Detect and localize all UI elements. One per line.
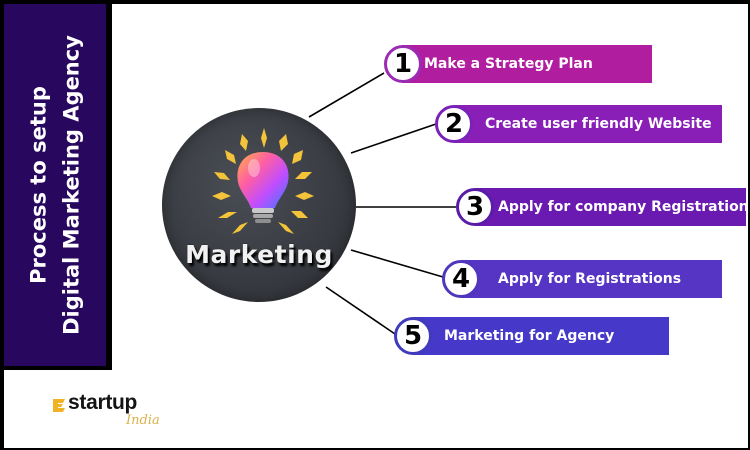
step-badge-3: 3 — [456, 188, 494, 226]
lightbulb-icon — [212, 128, 314, 234]
sidebar-banner: Process to setup Digital Marketing Agenc… — [4, 4, 106, 366]
step-bar-1: Make a Strategy Plan — [402, 45, 652, 83]
step-badge-2: 2 — [435, 105, 473, 143]
marketing-hub: Marketing — [162, 108, 356, 302]
step-bar-2: Create user friendly Website — [455, 105, 722, 143]
step-bar-4: Apply for Registrations — [462, 260, 722, 298]
step-bar-3: Apply for company Registration — [476, 188, 749, 226]
connector-line-1 — [308, 72, 385, 118]
step-bar-5: Marketing for Agency — [414, 317, 669, 355]
step-label-3: Apply for company Registration — [498, 199, 749, 215]
step-badge-1: 1 — [384, 45, 422, 83]
connector-line-2 — [350, 123, 437, 154]
step-label-2: Create user friendly Website — [485, 116, 712, 132]
logo-e-mark-icon — [53, 399, 65, 412]
step-badge-5: 5 — [394, 317, 432, 355]
connector-line-5 — [325, 286, 396, 335]
step-label-4: Apply for Registrations — [498, 271, 682, 287]
step-label-5: Marketing for Agency — [444, 328, 615, 344]
connector-line-4 — [350, 249, 444, 278]
hub-label: Marketing — [185, 240, 333, 269]
step-label-1: Make a Strategy Plan — [424, 56, 593, 72]
step-badge-4: 4 — [442, 260, 480, 298]
logo-text: startup — [68, 391, 138, 414]
estartup-logo: startup India — [50, 391, 170, 437]
logo-script: India — [126, 413, 160, 428]
